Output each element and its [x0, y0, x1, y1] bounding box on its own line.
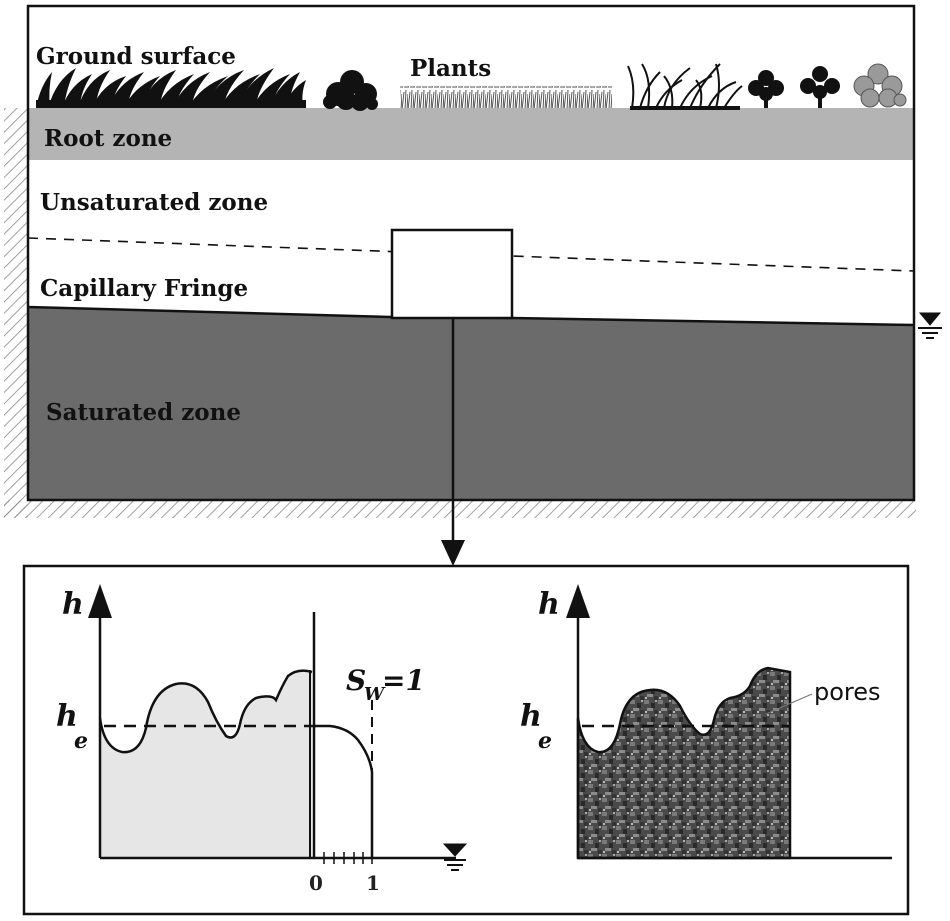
- shrub-icon: [748, 66, 840, 108]
- bottom-ground-hatch: [4, 500, 916, 518]
- porous-medium-region: [576, 666, 792, 860]
- grass-clump-icon: [36, 68, 306, 108]
- tall-grass-icon: [627, 63, 743, 110]
- liquid-fill-region: [100, 670, 312, 858]
- bush-icon: [323, 70, 378, 111]
- left-ground-hatch: [4, 108, 28, 518]
- light-shrub-icon: [853, 63, 907, 108]
- unsaturated-zone-label: Unsaturated zone: [40, 189, 268, 216]
- retention-curve: [314, 724, 374, 858]
- left-plot: h h e S W =1 0 1: [56, 584, 468, 895]
- capillary-boundary-dashed: [27, 237, 915, 272]
- sw-value: =1: [382, 664, 425, 697]
- left-he-subscript: e: [74, 728, 88, 754]
- right-h-axis-label: h: [538, 587, 560, 622]
- water-table-icon: [442, 843, 468, 871]
- vegetation: [36, 63, 907, 111]
- left-y-axis-arrow: [88, 584, 112, 618]
- pores-pointer: [765, 693, 813, 715]
- root-zone-label: Root zone: [44, 125, 172, 152]
- zoom-box: [390, 228, 514, 320]
- ground-surface-label: Ground surface: [36, 43, 236, 70]
- tick-label-one: 1: [366, 871, 380, 895]
- sw-subscript: W: [364, 684, 386, 705]
- tick-label-zero: 0: [309, 871, 323, 895]
- right-he-label: h: [520, 699, 542, 734]
- top-frame: [26, 4, 916, 502]
- saturated-zone: [28, 307, 914, 500]
- pores-label: pores: [814, 678, 881, 706]
- capillary-fringe-label: Capillary Fringe: [40, 275, 248, 302]
- left-h-axis-label: h: [62, 587, 84, 622]
- water-table-icon: [918, 312, 942, 339]
- light-grass-icon: [400, 86, 612, 108]
- zoom-arrow-head: [441, 540, 465, 566]
- right-y-axis-arrow: [566, 584, 590, 618]
- bottom-panel: h h e S W =1 0 1 h h e pores: [22, 564, 910, 916]
- right-plot: h h e pores: [520, 584, 892, 860]
- sw-label: S: [346, 664, 366, 697]
- interface-curve: [98, 669, 313, 754]
- left-he-label: h: [56, 699, 78, 734]
- plants-label: Plants: [410, 55, 491, 82]
- saturated-zone-label: Saturated zone: [46, 399, 241, 426]
- right-he-subscript: e: [538, 728, 552, 754]
- root-zone-band: [28, 108, 914, 160]
- top-panel: Ground surface Plants Root zone Unsatura…: [4, 4, 942, 566]
- x-ticks: [323, 852, 373, 864]
